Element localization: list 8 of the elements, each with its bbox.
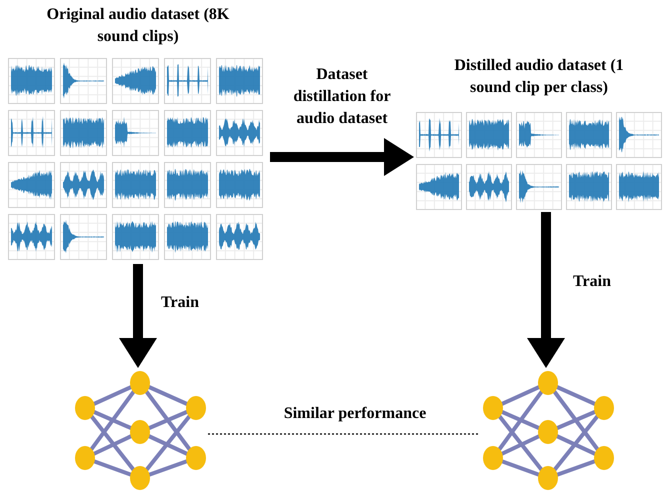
dotted-line xyxy=(208,433,480,435)
arrow xyxy=(270,138,414,176)
neural-network-drawing xyxy=(72,368,208,492)
dataset-heading: Distilled audio dataset (1 sound clip per class) xyxy=(453,56,625,98)
dataset-heading: Original audio dataset (8K sound clips) xyxy=(46,5,230,47)
arrow xyxy=(119,264,157,368)
arrow xyxy=(527,212,565,368)
neural-network-drawing xyxy=(480,368,616,492)
